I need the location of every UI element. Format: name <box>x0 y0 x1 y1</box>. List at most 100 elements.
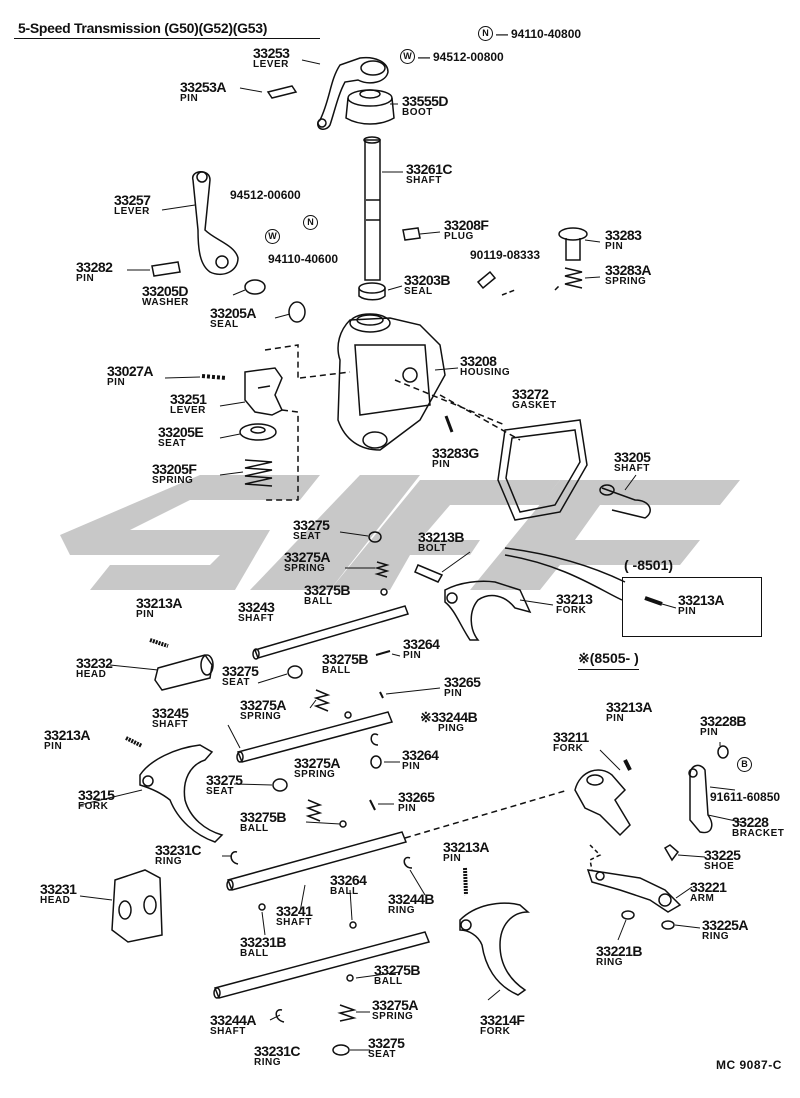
spring-33205f-drawing <box>244 459 273 487</box>
pin-33282-drawing <box>151 261 181 277</box>
pin-33265-mid-drawing <box>379 691 384 699</box>
washer-symbol-icon: W <box>400 49 415 64</box>
leader-line-inset <box>504 547 626 583</box>
lever-33257-drawing <box>192 171 239 276</box>
fork-33214f-drawing <box>459 902 530 996</box>
symbol-ref-91611-60850-number: 91611-60850 <box>710 790 780 804</box>
title-underline <box>14 38 320 39</box>
part-number-text: 90119-08333 <box>470 248 541 262</box>
head-33231-drawing <box>111 869 163 943</box>
seat-33275-top-drawing <box>368 531 382 543</box>
nut-symbol-icon: N <box>478 26 493 41</box>
footer-code: MC 9087-C <box>716 1058 782 1072</box>
ball-33275b-top-drawing <box>380 588 388 596</box>
symbol-ref-94512-00600: 94512-00600 <box>230 188 301 202</box>
pin-33228b-drawing <box>717 745 729 759</box>
bolt-symbol-icon: B <box>737 757 752 772</box>
inset-applicability-label: ( -8501) <box>624 557 674 573</box>
boot-33555d-drawing <box>345 89 395 125</box>
shaft-33241-drawing <box>226 831 408 891</box>
symbol-ref-94110-40600: 94110-40600 <box>268 252 338 266</box>
inset-box <box>622 577 762 637</box>
shaft-33261c-drawing <box>363 136 381 281</box>
dashed-guide-bolt <box>501 284 561 296</box>
leader-dash: — <box>496 26 508 41</box>
leader-dash: — <box>418 49 430 64</box>
part-number-text: 94512-00600 <box>230 188 301 202</box>
shaft-33244a-drawing <box>213 931 431 999</box>
part-number-text: 94512-00800 <box>433 49 504 64</box>
seal-33203b-drawing <box>358 282 386 301</box>
spring-33275a-bottom-drawing <box>337 1004 357 1022</box>
seat-33275-bottom-drawing <box>332 1044 350 1056</box>
dashed-guide-fork33211 <box>404 789 569 839</box>
ring-33221b-drawing <box>621 910 635 920</box>
ring-33244b-low-drawing <box>403 856 413 869</box>
washer-symbol-icon: W <box>265 229 280 244</box>
pin-33264-mid-drawing <box>375 650 391 656</box>
pin-33264-mid2-drawing <box>370 755 382 769</box>
head-33232-drawing <box>154 654 214 691</box>
spring-33283a-drawing <box>564 267 583 289</box>
washer-drawing <box>244 279 266 295</box>
ring-33225a-drawing <box>661 920 675 930</box>
symbol-ref-91611-60850: B <box>737 757 752 772</box>
part-number-text: 94110-40600 <box>268 252 339 266</box>
part-number-text: 94110-40800 <box>511 26 582 41</box>
dashed-guide-gasket <box>394 379 521 441</box>
housing-33208-drawing <box>337 313 446 451</box>
seal-33205a-drawing <box>288 301 306 323</box>
fork-33215-drawing <box>139 744 224 843</box>
fork-33213-drawing <box>444 580 532 641</box>
nut-symbol-icon: N <box>303 215 318 230</box>
pin-33213a-inset-drawing <box>644 596 663 606</box>
pin-33213a-right-drawing <box>623 759 632 771</box>
pin-33265-low-drawing <box>369 799 376 811</box>
seat-33275-low-drawing <box>272 778 288 792</box>
symbol-ref-94512-00800: W — 94512-00800 <box>400 49 504 64</box>
gasket-33272-drawing <box>497 419 588 521</box>
pin-33027a-drawing <box>201 374 227 380</box>
spring-33275a-low-drawing <box>305 799 323 822</box>
fork-33211-drawing <box>574 769 631 837</box>
